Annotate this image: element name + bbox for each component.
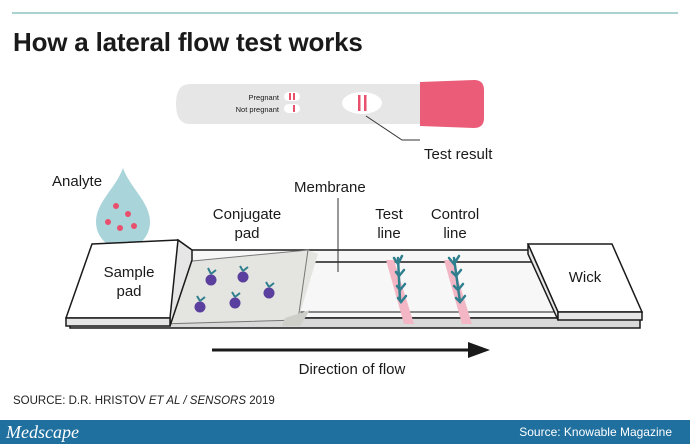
control-line-label-1: Control — [431, 206, 479, 223]
sample-pad-label-2: pad — [116, 283, 141, 300]
test-device: Pregnant Not pregnant Test result — [176, 80, 493, 163]
conjugate-pad-label-2: pad — [234, 225, 259, 242]
test-result-label: Test result — [424, 146, 493, 163]
test-device-handle — [420, 80, 484, 128]
sample-pad-label-1: Sample — [104, 264, 155, 281]
test-device-body — [176, 84, 452, 124]
medscape-logo[interactable]: Medscape — [6, 422, 79, 442]
conjugate-pad — [159, 249, 318, 326]
control-line-label-2: line — [443, 225, 466, 242]
drop-icon — [96, 168, 150, 249]
wick — [526, 243, 644, 321]
legend-not-pregnant-pill — [284, 104, 300, 113]
source-year: 2019 — [246, 395, 275, 407]
analyte-label: Analyte — [52, 173, 102, 190]
flow-arrow-head — [468, 342, 490, 358]
source-etal: ET AL / SENSORS — [148, 395, 247, 407]
legend-pregnant-pill — [284, 92, 300, 101]
pregnant-label: Pregnant — [249, 93, 280, 102]
footer-bar: Medscape Source: Knowable Magazine — [0, 420, 690, 444]
source-citation: SOURCE: D.R. HRISTOV ET AL / SENSORS 201… — [13, 395, 275, 407]
analyte-drop — [96, 168, 150, 249]
page-title: How a lateral flow test works — [13, 27, 363, 57]
test-line-label-1: Test — [375, 206, 403, 223]
direction-label: Direction of flow — [299, 361, 406, 378]
test-line-antibodies — [392, 254, 408, 305]
result-window — [342, 92, 382, 114]
conjugate-particles — [194, 265, 275, 313]
result-line-2 — [364, 95, 367, 111]
control-line-antibodies — [447, 254, 467, 304]
not-pregnant-label: Not pregnant — [236, 105, 280, 114]
conjugate-pad-label-1: Conjugate — [213, 206, 281, 223]
result-line-1 — [358, 95, 361, 111]
footer-credit: Source: Knowable Magazine — [519, 425, 672, 439]
top-rule — [12, 12, 678, 14]
sample-pad — [64, 238, 193, 327]
test-line-label-2: line — [377, 225, 400, 242]
source-prefix: SOURCE: D.R. HRISTOV — [13, 395, 149, 407]
membrane-label: Membrane — [294, 179, 366, 196]
wick-label: Wick — [569, 269, 602, 286]
result-leader-line — [365, 115, 420, 141]
